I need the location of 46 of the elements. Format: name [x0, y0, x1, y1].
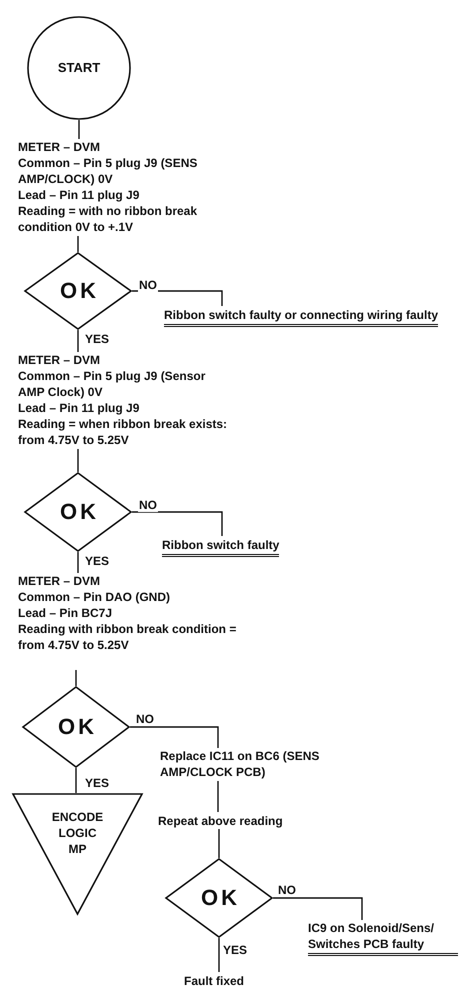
instruction-line: Common – Pin DAO (GND): [18, 589, 171, 605]
result-text: Ribbon switch faulty: [162, 537, 280, 557]
instruction-line: Common – Pin 5 plug J9 (Sensor AMP Clock) 0V: [18, 368, 206, 400]
connector-line: [77, 330, 79, 352]
edge-label: NO: [135, 713, 155, 726]
terminal-label: START: [56, 60, 102, 76]
instruction-line: Reading = with no ribbon break condition 0V to +.1V: [18, 203, 198, 235]
connector-line: [77, 449, 79, 472]
connector-line: [75, 768, 77, 793]
edge-label: NO: [277, 884, 297, 897]
connector-line: [130, 726, 219, 748]
connector-line: [77, 552, 79, 573]
result-text: IC9 on Solenoid/Sens/ Switches PCB faulty: [308, 920, 458, 956]
result-text: Replace IC11 on BC6 (SENS AMP/CLOCK PCB): [160, 748, 320, 780]
connector-line: [78, 120, 80, 139]
result-text: Repeat above reading: [158, 813, 283, 829]
connector-line: [217, 781, 219, 812]
instruction-line: Lead – Pin 11 plug J9: [18, 187, 140, 203]
edge-label: YES: [84, 777, 110, 790]
connector-line: [75, 670, 77, 686]
connector-line: [132, 511, 223, 536]
terminal-label: ENCODE LOGIC MP: [50, 809, 104, 857]
edge-label: YES: [84, 555, 110, 568]
instruction-line: Reading with ribbon break condition = from 4.75V to 5.25V: [18, 621, 238, 653]
instruction-line: METER – DVM: [18, 352, 102, 368]
connector-line: [132, 290, 223, 306]
instruction-line: METER – DVM: [18, 139, 102, 155]
connector-line: [218, 829, 220, 858]
decision-label: OK: [59, 278, 100, 304]
decision-label: OK: [57, 714, 98, 740]
instruction-line: METER – DVM: [18, 573, 102, 589]
connector-line: [77, 236, 79, 252]
edge-label: YES: [84, 333, 110, 346]
decision-label: OK: [59, 499, 100, 525]
connector-line: [218, 938, 220, 972]
connector-line: [273, 897, 363, 920]
instruction-line: Reading = when ribbon break exists: from 4.75V to 5.25V: [18, 416, 228, 448]
edge-label: NO: [138, 279, 158, 292]
result-text: Fault fixed: [184, 973, 244, 989]
result-text: Ribbon switch faulty or connecting wiring faulty: [164, 307, 438, 327]
edge-label: NO: [138, 499, 158, 512]
instruction-line: Lead – Pin BC7J: [18, 605, 114, 621]
instruction-line: Lead – Pin 11 plug J9: [18, 400, 140, 416]
edge-label: YES: [222, 944, 248, 957]
decision-label: OK: [200, 885, 241, 911]
instruction-line: Common – Pin 5 plug J9 (SENS AMP/CLOCK) 0V: [18, 155, 198, 187]
